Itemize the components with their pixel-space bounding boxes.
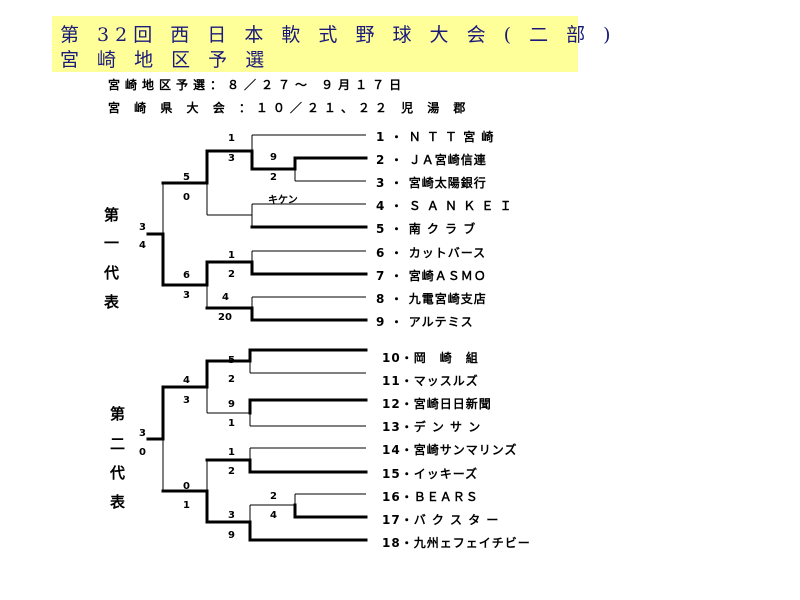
score: 2 [270,172,277,183]
score: 3 [183,395,190,406]
team-entry: 5 ・ 南 ク ラ ブ [376,222,477,236]
block1-label-char-3: 代 [104,264,120,282]
score: 5 [183,172,190,183]
team-entry: 1 ・ Ｎ Ｔ Ｔ 宮 崎 [376,130,495,144]
score: 1 [183,500,190,511]
score: 2 [228,466,235,477]
block2-label-char-3: 代 [110,464,126,482]
score: 6 [183,270,190,281]
block2-label-char-2: 二 [110,435,126,453]
score: 3 [183,290,190,301]
score: 0 [139,447,146,458]
team-entry: 13・デ ン サ ン [382,420,482,434]
team-entry: 6 ・ カットバース [376,246,487,260]
team-entry: 18・九州ェフェイチビー [382,536,531,550]
team-entry: 4 ・ Ｓ Ａ Ｎ Ｋ Ｅ Ｉ [376,199,513,213]
score: 9 [270,152,277,163]
score: 4 [183,375,190,386]
score: 1 [228,250,235,261]
team-entry: 11・マッスルズ [382,374,479,388]
team-entry: 17・バ ク ス タ ー [382,513,500,527]
team-entry: 10・岡 崎 組 [382,351,479,365]
schedule-prefectural: 宮 崎 県 大 会 ：１０／２１、２２ 児 湯 郡 [108,101,471,115]
score: 2 [228,269,235,280]
team-entry: 8 ・ 九電宮崎支店 [376,292,487,306]
score: 3 [228,510,235,521]
block1-label-char-1: 第 [104,206,120,224]
score: 3 [139,428,146,439]
team-entry: 16・ＢＥＡＲＳ [382,490,479,504]
team-entry: 12・宮崎日日新聞 [382,397,492,411]
score: 9 [228,399,235,410]
schedule-regional: 宮崎地区予選：８／２７～ ９月１７日 [108,78,407,92]
forfeit-label: キケン [268,195,298,206]
score: 1 [228,418,235,429]
score: 9 [228,530,235,541]
score: 4 [270,510,277,521]
team-entry: 7 ・ 宮崎ＡＳＭＯ [376,269,487,283]
score: 3 [139,222,146,233]
score: 0 [183,192,190,203]
page-subtitle: 宮 崎 地 区 予 選 [60,49,271,71]
score: 4 [139,240,146,251]
block2-label-char-1: 第 [110,405,126,423]
title-banner: 第 32回 西 日 本 軟 式 野 球 大 会 ( 二 部 ) 宮 崎 地 区 … [52,16,611,72]
score: 4 [222,292,229,303]
team-entry: 9 ・ アルテミス [376,315,474,329]
team-entry: 3 ・ 宮崎太陽銀行 [376,176,487,190]
score: 2 [270,491,277,502]
score: 1 [228,133,235,144]
score: 1 [228,447,235,458]
score: 2 [228,374,235,385]
score: 5 [228,355,235,366]
block2-label-char-4: 表 [110,493,126,511]
score: 3 [228,153,235,164]
team-entry: 2 ・ ＪＡ宮崎信連 [376,153,487,167]
block1-label-char-2: 一 [104,234,120,252]
score: 0 [183,481,190,492]
team-entry: 15・イッキーズ [382,467,479,481]
block1-label-char-4: 表 [104,293,120,311]
score: 20 [218,312,232,323]
team-entry: 14・宮崎サンマリンズ [382,443,518,457]
page-title: 第 32回 西 日 本 軟 式 野 球 大 会 ( 二 部 ) [60,24,617,46]
